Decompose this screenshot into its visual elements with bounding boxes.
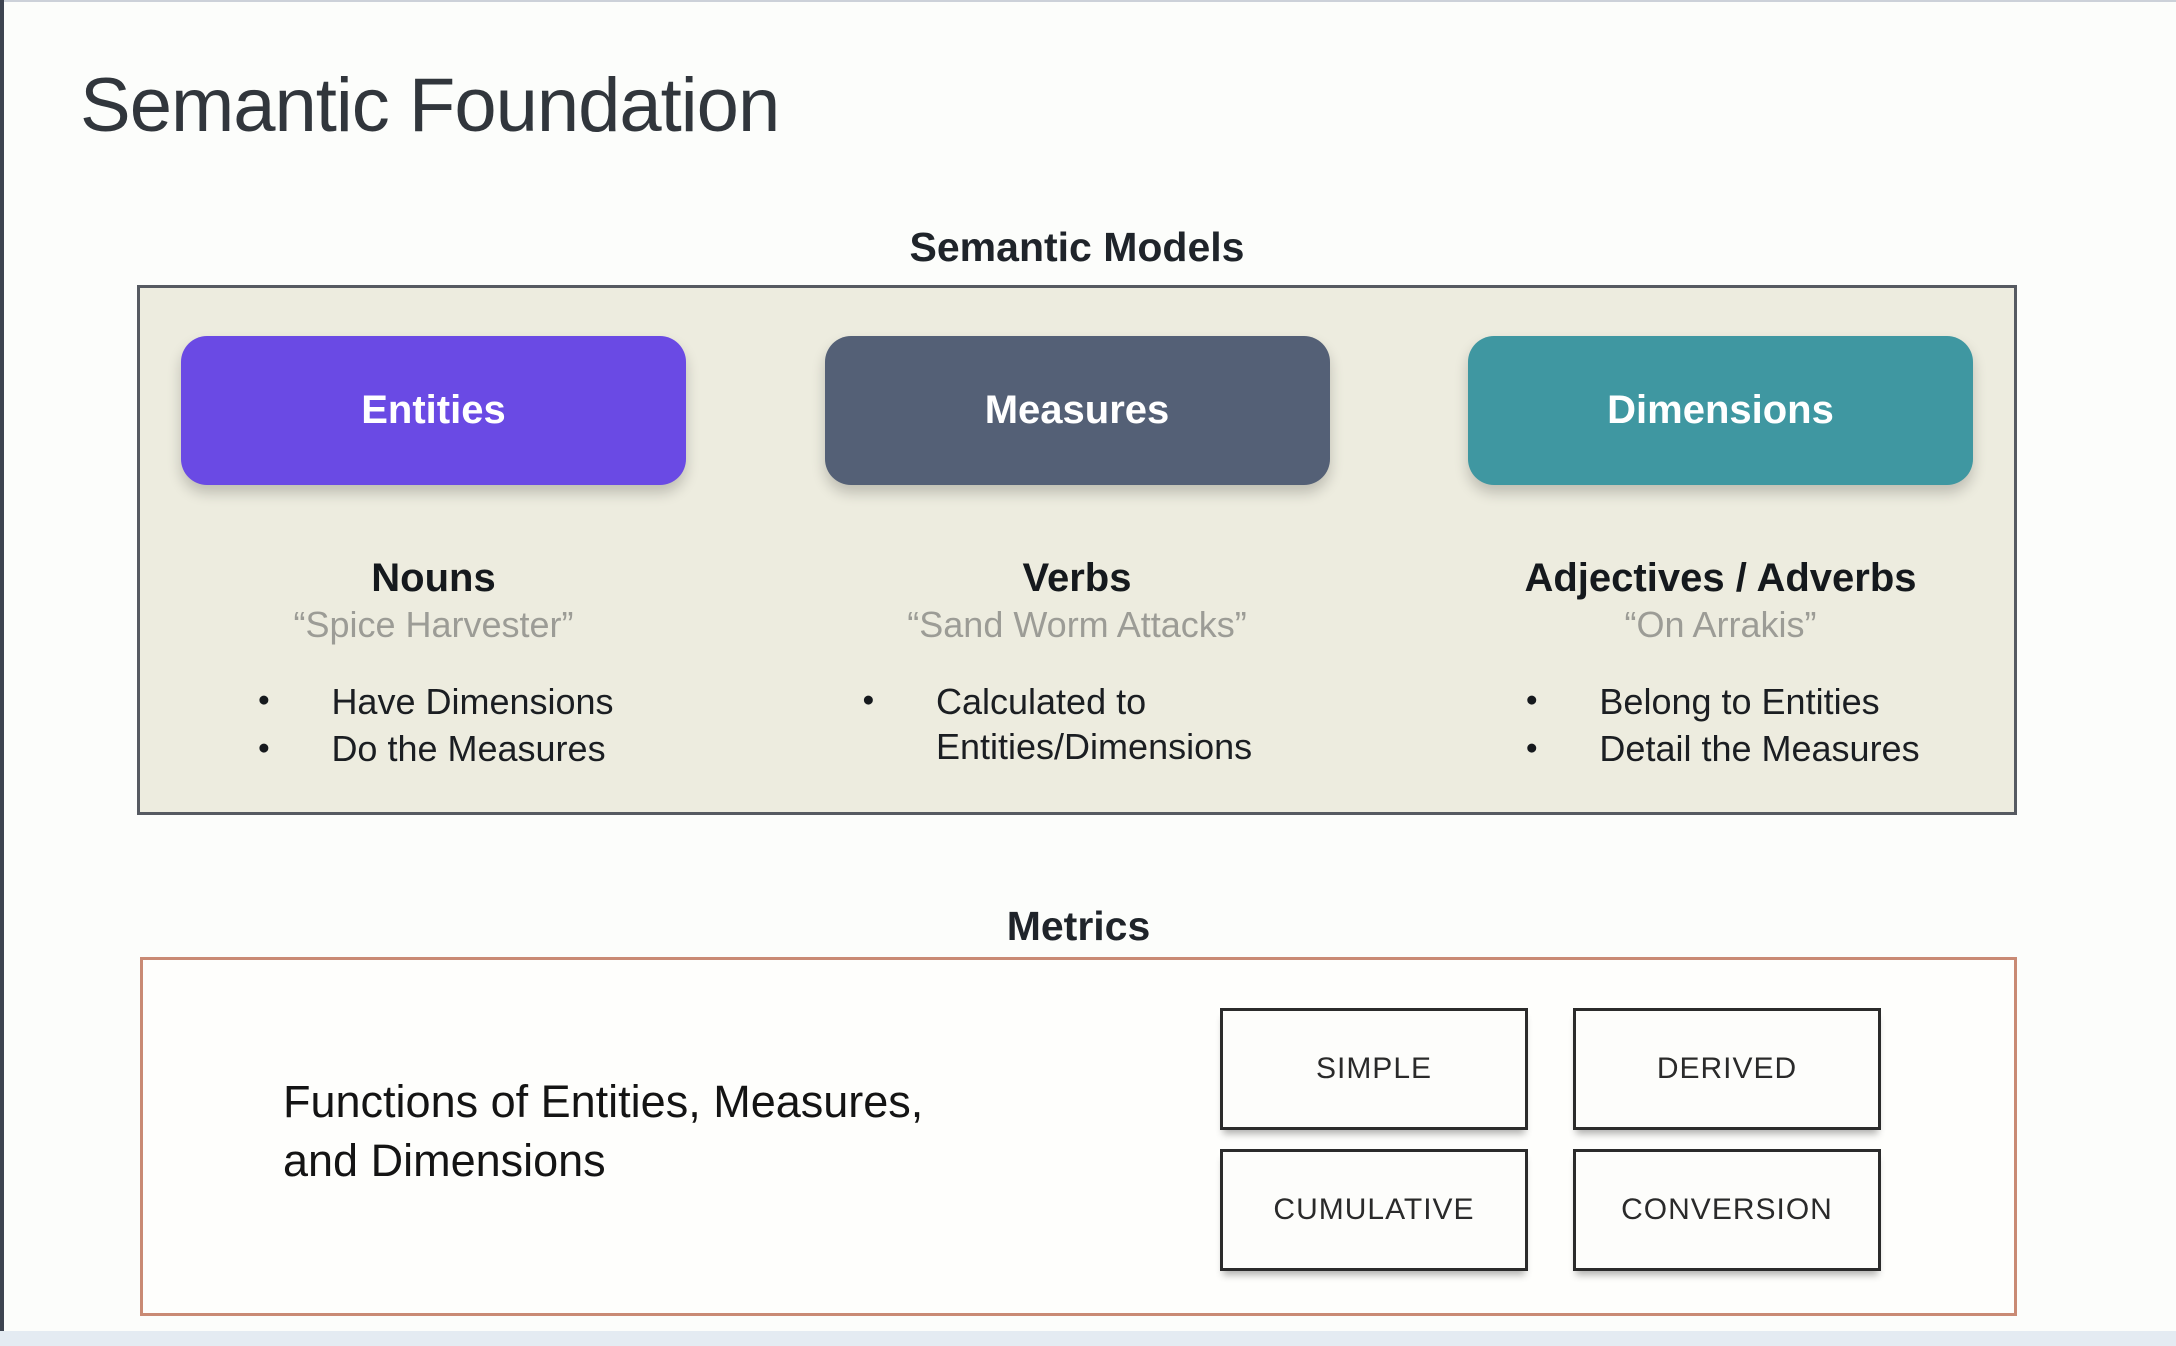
slide-bottom-strip <box>0 1331 2176 1346</box>
metric-types-grid: SIMPLE DERIVED CUMULATIVE CONVERSION <box>1220 1008 1881 1271</box>
semantic-models-panel: Entities Nouns “Spice Harvester” Have Di… <box>137 285 2017 815</box>
dimensions-bullet: Belong to Entities <box>1521 679 1919 724</box>
entities-column: Entities Nouns “Spice Harvester” Have Di… <box>181 288 686 812</box>
dimensions-quote: “On Arrakis” <box>1624 604 1817 645</box>
measures-bullet: Calculated to Entities/Dimensions <box>858 679 1296 770</box>
metric-type-simple: SIMPLE <box>1220 1008 1528 1130</box>
metric-type-cumulative: CUMULATIVE <box>1220 1149 1528 1271</box>
metrics-description-line2: and Dimensions <box>283 1135 606 1187</box>
metrics-description-line1: Functions of Entities, Measures, <box>283 1076 924 1127</box>
entities-bullet: Have Dimensions <box>253 679 613 724</box>
semantic-models-heading: Semantic Models <box>909 224 1245 270</box>
slide-left-edge <box>0 0 4 1346</box>
dimensions-pill: Dimensions <box>1468 336 1973 485</box>
measures-column: Measures Verbs “Sand Worm Attacks” Calcu… <box>824 288 1330 812</box>
metrics-description: Functions of Entities, Measures, and Dim… <box>283 1072 923 1191</box>
entities-pill: Entities <box>181 336 686 485</box>
dimensions-column: Dimensions Adjectives / Adverbs “On Arra… <box>1468 288 1973 812</box>
measures-pill: Measures <box>824 336 1330 485</box>
entities-heading: Nouns <box>371 556 496 600</box>
metrics-panel: Functions of Entities, Measures, and Dim… <box>140 957 2017 1316</box>
entities-bullet: Do the Measures <box>253 726 613 771</box>
dimensions-heading: Adjectives / Adverbs <box>1524 556 1917 600</box>
slide-top-edge <box>0 0 2176 2</box>
dimensions-bullet-list: Belong to Entities Detail the Measures <box>1521 677 1919 774</box>
dimensions-bullet: Detail the Measures <box>1521 726 1919 771</box>
metric-type-derived: DERIVED <box>1573 1008 1881 1130</box>
metrics-heading: Metrics <box>1006 903 1151 949</box>
metric-type-conversion: CONVERSION <box>1573 1149 1881 1271</box>
entities-bullet-list: Have Dimensions Do the Measures <box>253 677 613 774</box>
page-title: Semantic Foundation <box>80 63 780 148</box>
measures-bullet-list: Calculated to Entities/Dimensions <box>858 677 1296 772</box>
measures-heading: Verbs <box>1022 556 1132 600</box>
measures-quote: “Sand Worm Attacks” <box>907 604 1247 645</box>
entities-quote: “Spice Harvester” <box>293 604 574 645</box>
